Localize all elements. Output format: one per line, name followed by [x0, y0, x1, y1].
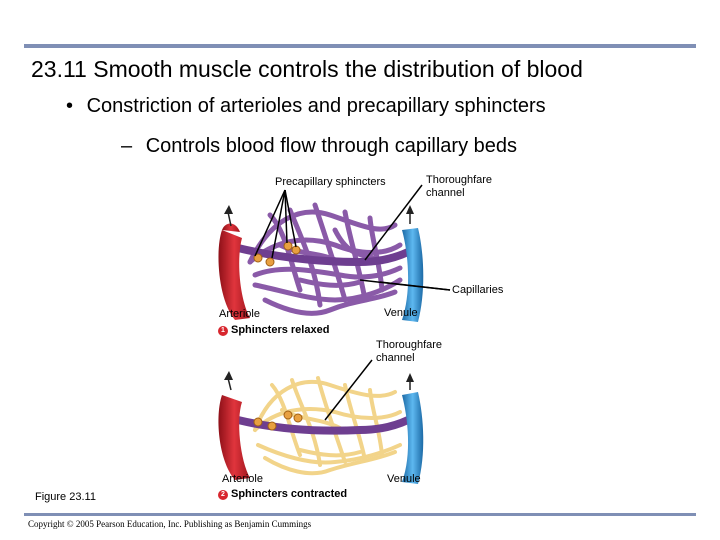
bullet-1: • Constriction of arterioles and precapi…: [66, 95, 546, 118]
panel-2-diagram: [218, 359, 424, 484]
label-venule-1: Venule: [384, 307, 418, 319]
copyright-notice: Copyright © 2005 Pearson Education, Inc.…: [28, 519, 312, 529]
label-venule-2: Venule: [387, 473, 421, 485]
bullet-1-marker: •: [66, 95, 74, 117]
capillary-bed-closed: [253, 376, 402, 476]
venule-1: [402, 228, 424, 322]
bullet-1-text: Constriction of arterioles and precapill…: [86, 95, 546, 117]
panel-1-diagram: [218, 184, 451, 322]
arteriole-1: [218, 230, 250, 320]
bullet-2: – Controls blood flow through capillary …: [121, 135, 517, 158]
arteriole-2: [218, 395, 250, 480]
thoroughfare-channel-1: [234, 244, 412, 267]
slide-title: 23.11 Smooth muscle controls the distrib…: [31, 56, 583, 82]
label-arteriole-1: Arteriole: [219, 308, 260, 320]
bullet-2-marker: –: [121, 135, 133, 157]
sphincters-contracted: [253, 410, 303, 431]
sphincters-relaxed: [253, 241, 301, 267]
label-thoroughfare-channel-1: Thoroughfare channel: [426, 174, 493, 199]
label-thoroughfare-channel-2: Thoroughfare channel: [376, 339, 443, 364]
step-badge-2: 2: [218, 490, 228, 500]
venule-2: [402, 392, 424, 484]
bullet-2-text: Controls blood flow through capillary be…: [145, 135, 518, 157]
step-badge-1: 1: [218, 326, 228, 336]
top-rule: [24, 44, 696, 48]
bottom-rule: [24, 513, 696, 516]
label-precapillary-sphincters: Precapillary sphincters: [275, 176, 386, 188]
figure-label: Figure 23.11: [35, 491, 96, 503]
panel-2-leader-line: [324, 359, 373, 421]
label-arteriole-2: Arteriole: [222, 473, 263, 485]
panel-1-leader-lines: [254, 184, 451, 291]
label-capillaries: Capillaries: [452, 284, 504, 296]
